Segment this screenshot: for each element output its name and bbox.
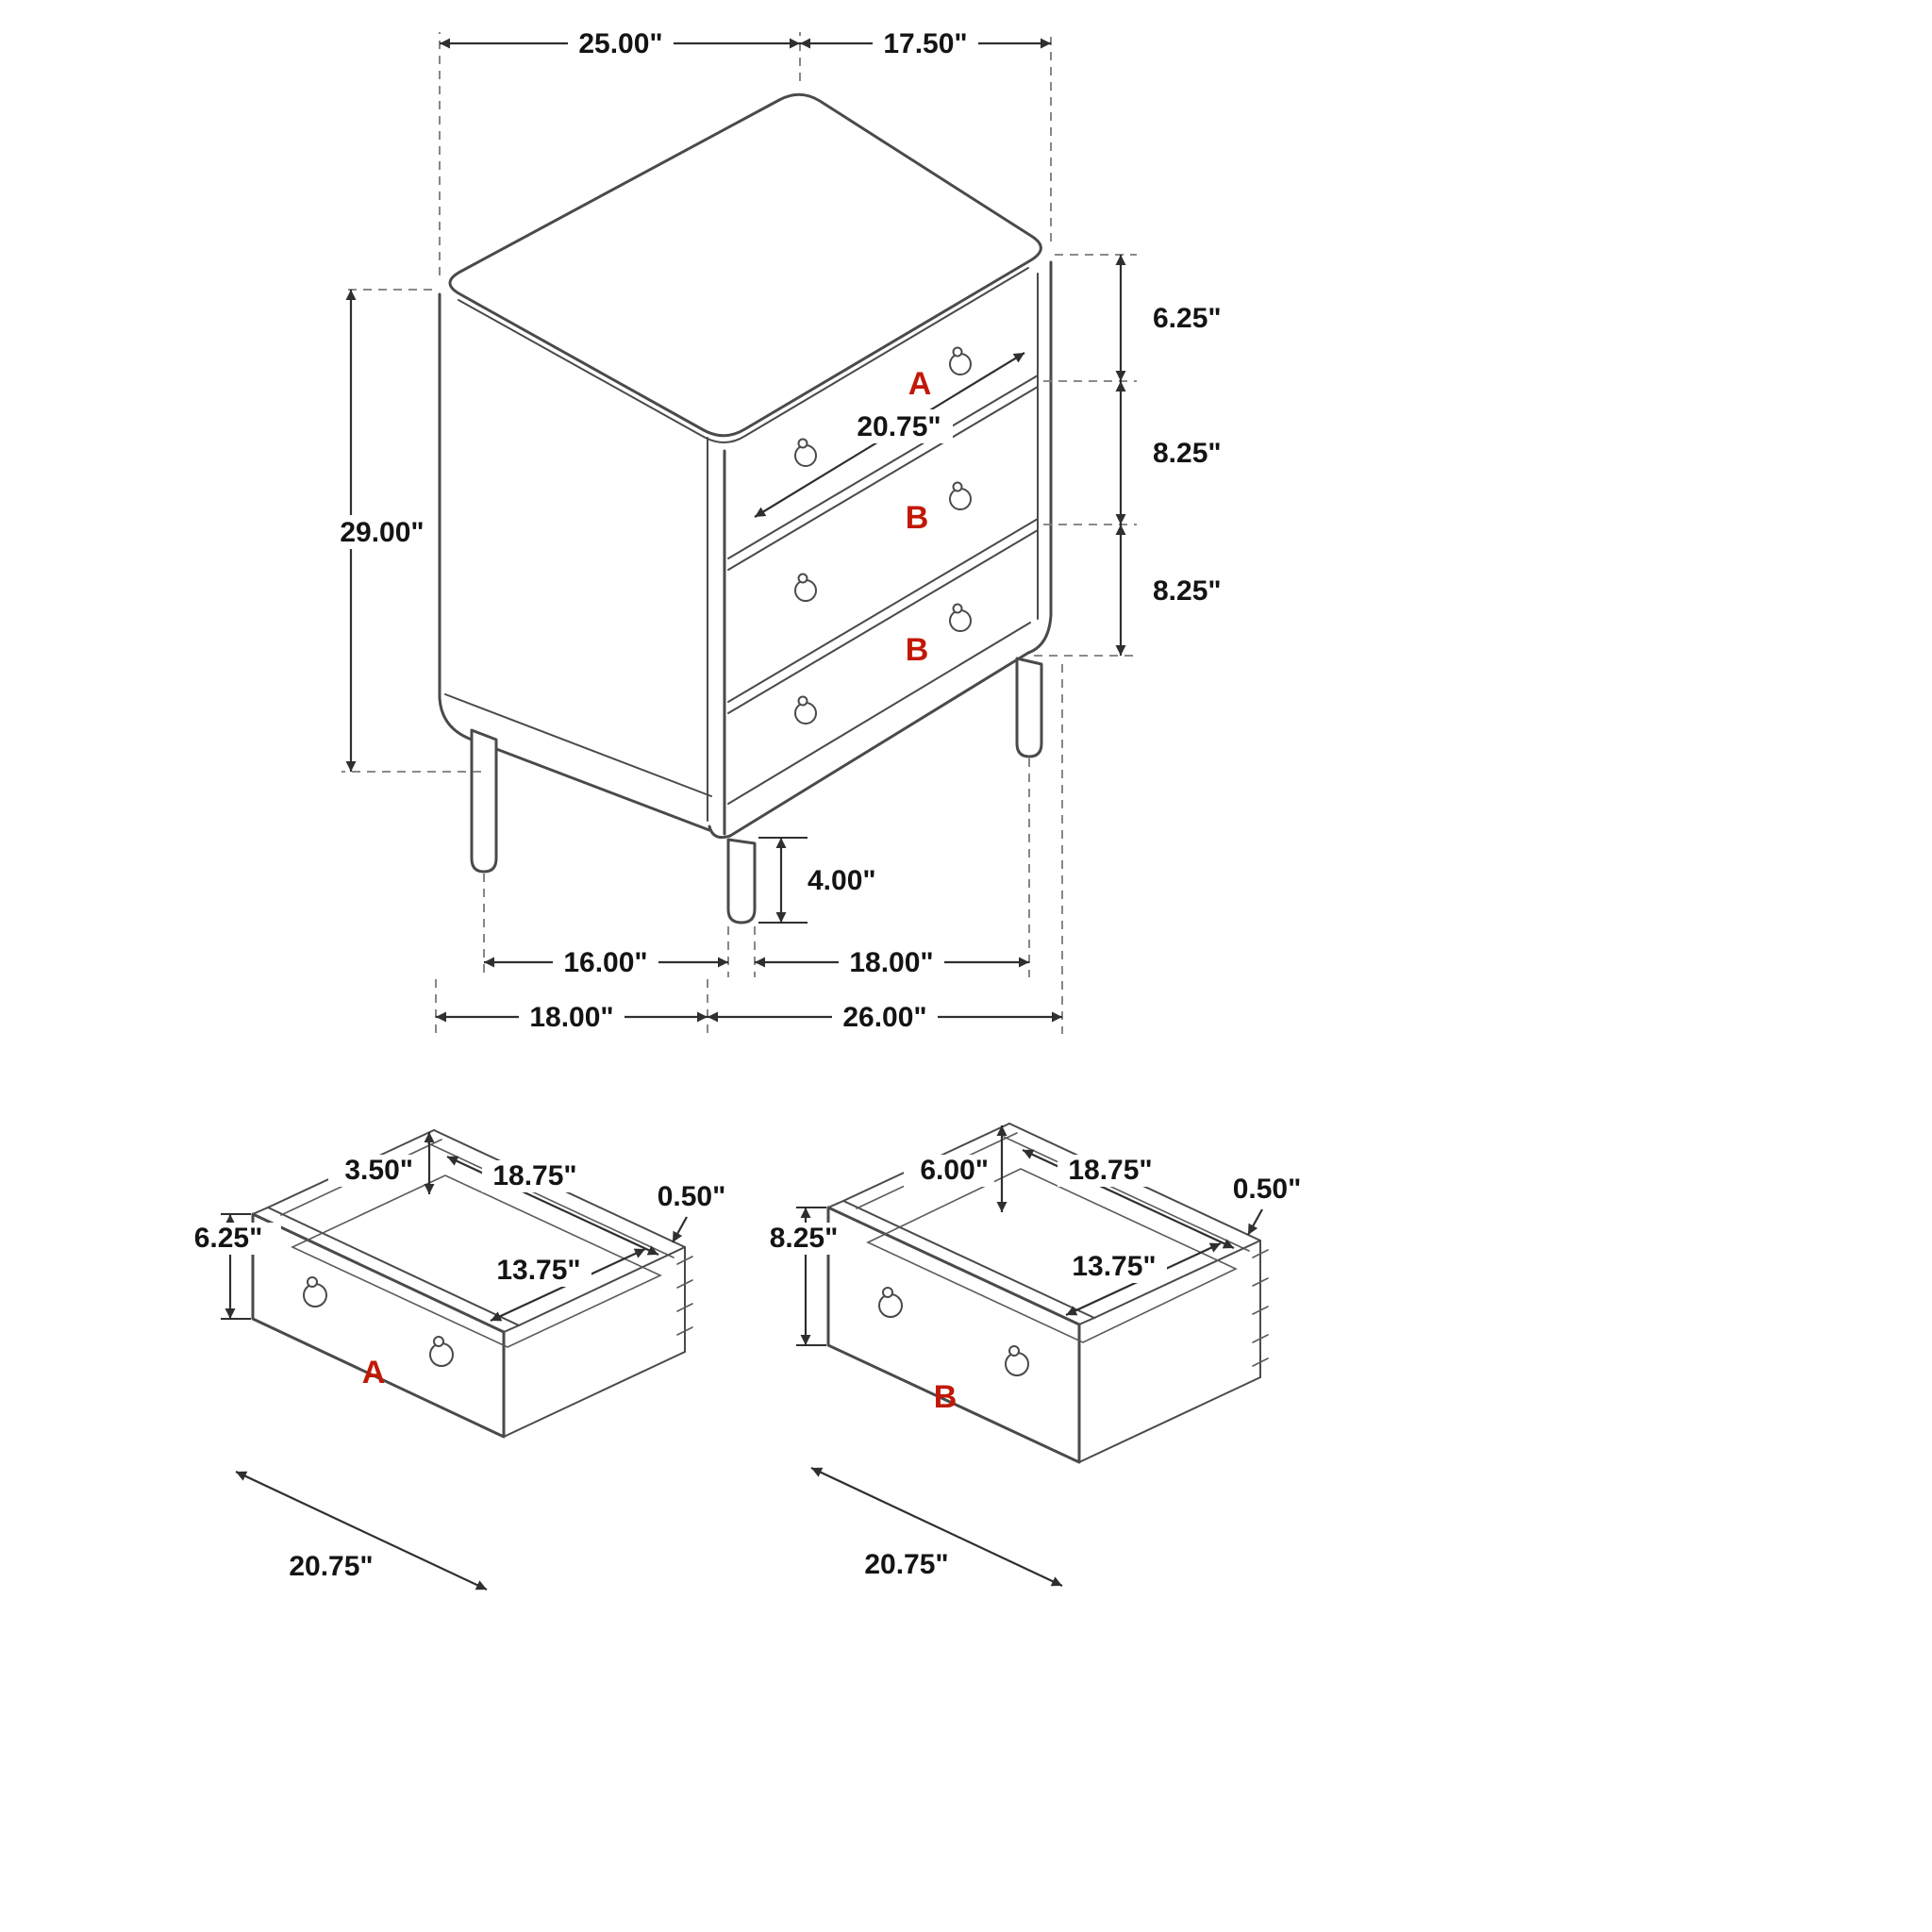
dim-label-a-front-width: 20.75" (289, 1551, 373, 1582)
dim-label-b-front-height: 8.25" (770, 1223, 839, 1254)
drawer-b-floor (866, 1168, 1238, 1343)
dovetail-hatching (676, 1256, 693, 1336)
dim-label-top-depth: 17.50" (883, 28, 967, 59)
dim-label-drawer-middle-height: 8.25" (1153, 438, 1222, 469)
chest-isometric-view (438, 92, 1053, 924)
chest-drawer-knobs (794, 346, 972, 724)
dim-label-a-wall-height: 3.50" (344, 1155, 413, 1186)
dim-label-b-interior-depth: 13.75" (1072, 1251, 1156, 1282)
drawer-knob (949, 346, 972, 375)
drawer-a-body (251, 1129, 693, 1439)
dim-label-leg-spacing-front: 16.00" (563, 947, 647, 978)
drawer-a-detail: 3.50" 18.75" 6.25" 0.50" 13.75" 20.75" A (175, 1129, 744, 1591)
drawer-knob (794, 695, 817, 724)
chest-leg-front (726, 838, 757, 924)
drawer-b-detail: 6.00" 18.75" 8.25" 0.50" 13.75" 20.75" B (751, 1123, 1320, 1587)
dim-label-base-width: 18.00" (529, 1002, 613, 1033)
drawer-knob (303, 1276, 327, 1307)
dim-leader-a-wall-thickness (672, 1216, 688, 1243)
drawer-label-middle: B (906, 500, 929, 536)
dim-label-drawer-front-width: 20.75" (857, 411, 941, 442)
dim-line-b-front-width (810, 1467, 1063, 1587)
dim-label-drawer-top-height: 6.25" (1153, 303, 1222, 334)
drawer-knob (949, 603, 972, 632)
chest-legs (470, 657, 1043, 924)
dim-label-a-interior-width: 18.75" (492, 1160, 576, 1191)
drawer-b-dimensions: 6.00" 18.75" 8.25" 0.50" 13.75" 20.75" B (751, 1125, 1320, 1587)
drawer-label-top: A (908, 366, 932, 402)
main-view-dimensions: 25.00" 17.50" 29.00" 6.25" 8.25" 8.25" 2… (330, 26, 1222, 1034)
dim-label-leg-height: 4.00" (808, 865, 876, 896)
dim-label-leg-spacing-side: 18.00" (849, 947, 933, 978)
chest-top-lip (458, 267, 1029, 443)
dim-label-top-width: 25.00" (578, 28, 662, 59)
dim-label-b-wall-thickness: 0.50" (1233, 1174, 1302, 1205)
dim-label-b-interior-width: 18.75" (1068, 1155, 1152, 1186)
drawer-b-letter: B (934, 1379, 958, 1415)
drawer-knob (794, 438, 817, 467)
dim-label-b-front-width: 20.75" (864, 1549, 948, 1580)
chest-leg-right (1015, 657, 1043, 758)
drawer-knob (429, 1336, 454, 1367)
dim-label-base-depth: 26.00" (842, 1002, 926, 1033)
drawer-a-dimensions: 3.50" 18.75" 6.25" 0.50" 13.75" 20.75" A (175, 1132, 744, 1591)
dim-label-a-front-height: 6.25" (194, 1223, 263, 1254)
dim-leader-b-wall-thickness (1247, 1208, 1263, 1236)
drawer-divider-2 (727, 518, 1039, 714)
drawer-label-bottom: B (906, 632, 929, 668)
dim-line-a-front-width (235, 1471, 488, 1591)
drawer-a-letter: A (362, 1355, 386, 1391)
dim-label-a-interior-depth: 13.75" (496, 1255, 580, 1286)
chest-top-face (448, 92, 1042, 438)
dovetail-hatching (1252, 1249, 1269, 1367)
drawer-knob (1005, 1345, 1029, 1376)
drawer-a-floor (291, 1174, 662, 1348)
dim-label-b-wall-height: 6.00" (920, 1155, 989, 1186)
chest-left-panel (438, 292, 712, 832)
drawer-a-front-panel (251, 1212, 506, 1439)
dim-label-a-wall-thickness: 0.50" (658, 1181, 726, 1212)
chest-leg-left (470, 728, 498, 874)
drawer-knob (878, 1287, 903, 1318)
dim-label-drawer-bottom-height: 8.25" (1153, 575, 1222, 607)
drawer-b-front-panel (826, 1206, 1081, 1464)
dim-label-height: 29.00" (340, 517, 424, 548)
drawer-knob (949, 481, 972, 510)
drawer-knob (794, 573, 817, 602)
drawer-b-body (826, 1123, 1269, 1464)
